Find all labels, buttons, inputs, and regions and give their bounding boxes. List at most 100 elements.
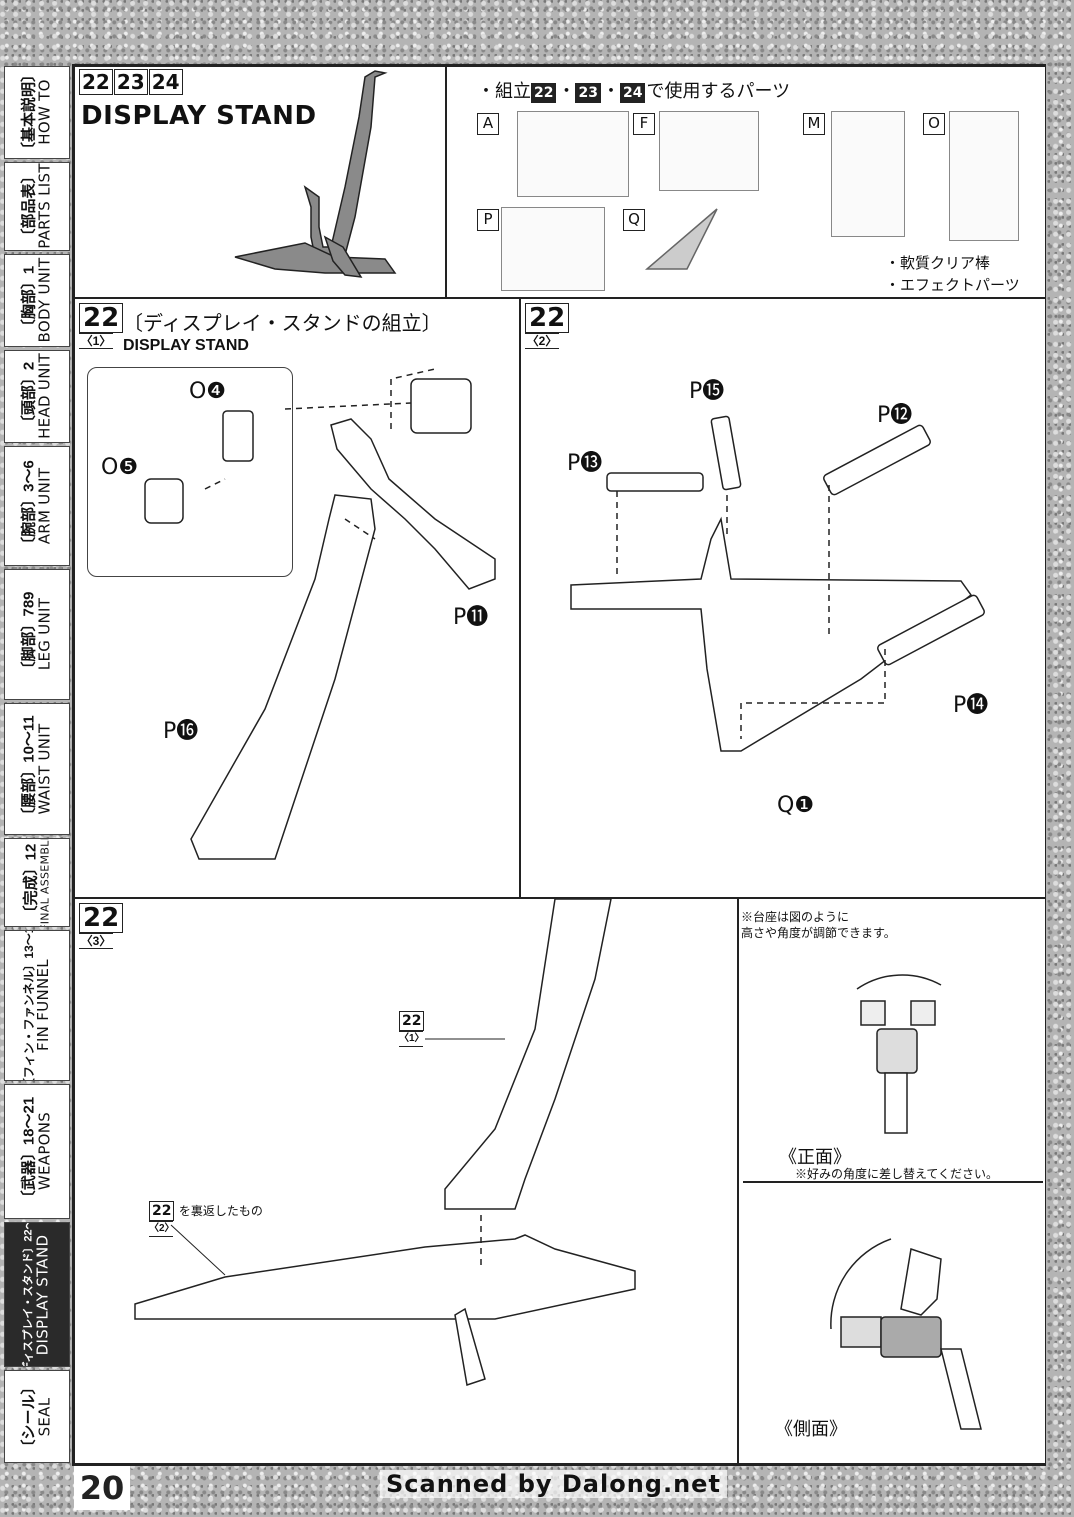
front-view-label: 《正面》 — [779, 1147, 851, 1167]
tab-en-label: PARTS LIST — [35, 163, 53, 250]
flipped-note: を裏返したもの — [178, 1204, 263, 1218]
runner-letter: P — [477, 209, 499, 231]
tab-en-label: DISPLAY STAND — [32, 1234, 51, 1355]
part-label: P⓬ — [877, 403, 913, 428]
part-label: P⓰ — [163, 719, 199, 744]
step-number: 24 — [619, 83, 646, 103]
runner-f-image — [659, 111, 759, 191]
step-number: 22 — [79, 303, 124, 333]
runner-letter: A — [477, 113, 499, 135]
substep-number: 〈1〉 — [399, 1031, 425, 1047]
tab-en-label: LEG UNIT — [35, 598, 53, 671]
runner-letter: O — [923, 113, 945, 135]
tab-en-label: FINAL ASSEMBLE — [38, 837, 52, 927]
step-2-base-diagram — [570, 415, 985, 752]
soft-clear-rod-note: ・軟質クリア棒 — [885, 255, 991, 272]
reference-marker: 22 〈1〉 — [399, 1011, 425, 1047]
tab-jp-label: 〔完成〕12 — [22, 843, 40, 921]
parts-heading-suffix: で使用するパーツ — [646, 81, 791, 101]
step-marker: 22 〈3〉 — [79, 903, 124, 949]
side-view-diagram — [830, 1238, 982, 1430]
step-number: 23 — [113, 69, 148, 95]
step-22-3-panel: 22 〈3〉 22 〈1〉 22 を裏返したもの 〈2〉 — [74, 898, 1046, 1465]
step-number: 22 — [525, 303, 570, 333]
tab-en-label: HEAD UNIT — [35, 353, 53, 440]
runner-letter: F — [633, 113, 655, 135]
step-title-jp: 〔ディスプレイ・スタンドの組立〕 — [123, 313, 442, 335]
tab-how-to[interactable]: 〔基本説明〕HOW TO — [4, 66, 70, 159]
runner-a-image — [517, 111, 629, 197]
tab-en-label: FIN FUNNEL — [33, 959, 52, 1052]
tab-en-label: ARM UNIT — [35, 467, 53, 544]
adjust-note-line: 高さや角度が調節できます。 — [741, 926, 896, 940]
page-title: DISPLAY STAND — [81, 101, 317, 131]
effect-parts-note: ・エフェクトパーツ — [885, 277, 1020, 294]
panel-divider — [743, 1181, 1043, 1183]
step-22-1-panel: 22 〈1〉 〔ディスプレイ・スタンドの組立〕 DISPLAY STAND O❹… — [74, 298, 520, 898]
tab-en-label: WAIST UNIT — [35, 723, 53, 815]
runner-q-image — [644, 208, 718, 270]
parts-heading-prefix: ・組立 — [477, 81, 531, 101]
tab-parts-list[interactable]: 〔部品表〕PARTS LIST — [4, 161, 70, 251]
tab-en-label: HOW TO — [35, 79, 53, 146]
runner-o-image — [949, 111, 1019, 241]
step-number: 24 — [148, 69, 183, 95]
scan-credit: Scanned by Dalong.net — [380, 1470, 727, 1498]
runner-m-image — [831, 111, 905, 237]
step-3-assembly-diagram — [134, 898, 636, 1386]
step-number: 22 — [531, 83, 557, 103]
step-number: 22 — [399, 1011, 425, 1031]
step-number: 22 — [79, 69, 113, 95]
substep-number: 〈1〉 — [79, 333, 113, 349]
step-number: 22 — [79, 903, 124, 933]
page-number: 20 — [74, 1466, 130, 1510]
side-view-label: 《側面》 — [775, 1419, 847, 1439]
step-title-en: DISPLAY STAND — [123, 337, 249, 354]
step-22-2-panel: 22 〈2〉 P⓯ P⓬ P⓭ P⓮ Q❶ — [520, 298, 1046, 898]
part-label: P⓭ — [567, 451, 603, 476]
part-label: P⓯ — [689, 379, 725, 404]
substep-number: 〈3〉 — [79, 933, 113, 949]
tab-en-label: BODY UNIT — [35, 257, 53, 343]
runner-letter: Q — [623, 209, 645, 231]
part-label: Q❶ — [777, 793, 815, 818]
front-view-diagram — [856, 974, 942, 1134]
runner-p-image — [501, 207, 605, 291]
angle-swap-note: ※好みの角度に差し替えてください。 — [795, 1167, 999, 1181]
adjust-note: ※台座は図のように 高さや角度が調節できます。 — [741, 909, 896, 941]
runner-letter: M — [803, 113, 825, 135]
extra-parts-notes: ・軟質クリア棒 ・エフェクトパーツ — [885, 253, 1020, 297]
display-stand-illustration — [234, 70, 397, 278]
tab-en-label: WEAPONS — [35, 1112, 53, 1191]
panel-divider — [737, 899, 739, 1465]
step-number: 22 — [149, 1201, 175, 1221]
step-1-assembly-diagram — [144, 368, 496, 860]
adjust-note-line: ※台座は図のように — [741, 910, 850, 924]
tab-en-label: SEAL — [35, 1397, 53, 1436]
part-label: P⓮ — [953, 693, 989, 718]
substep-number: 〈2〉 — [149, 1221, 175, 1237]
part-label: P⓫ — [453, 605, 489, 630]
step-marker: 22 〈2〉 — [525, 303, 570, 349]
step-marker: 22 〈1〉 — [79, 303, 124, 349]
tab-seal[interactable]: 〔シール〕SEAL — [4, 1370, 70, 1463]
flipped-reference: 22 を裏返したもの 〈2〉 — [149, 1201, 263, 1237]
substep-number: 〈2〉 — [525, 333, 559, 349]
detail-inset — [87, 367, 293, 577]
part-label: O❺ — [101, 455, 139, 480]
